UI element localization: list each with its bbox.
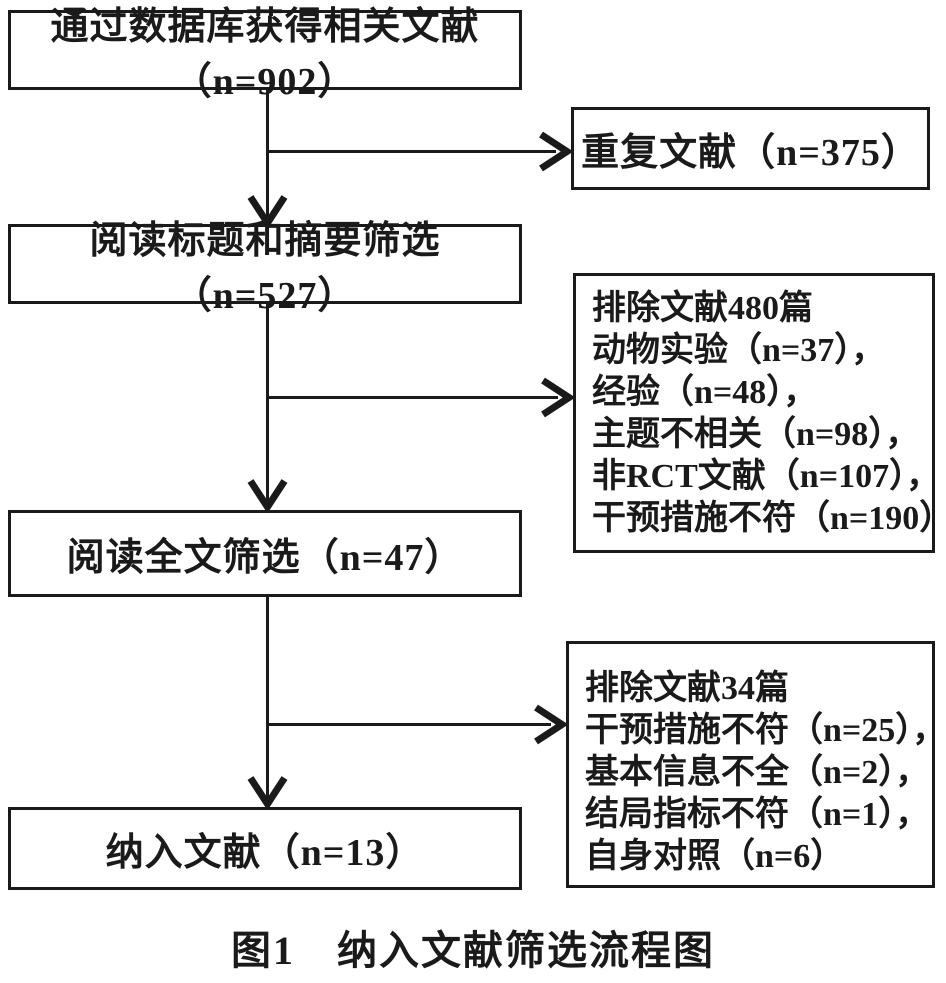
- flow-box-title-abstract-screening: 阅读标题和摘要筛选（n=527）: [8, 220, 522, 317]
- exclusion-line: 干预措施不符（n=25），: [585, 712, 946, 749]
- exclusion-line: 动物实验（n=37），: [592, 332, 886, 369]
- exclusion-line: 非RCT文献（n=107），: [592, 458, 941, 495]
- flow-box-fulltext-screening: 阅读全文筛选（n=47）: [8, 510, 522, 597]
- exclusion-line: 排除文献480篇: [592, 290, 813, 327]
- exclusion-line: 结局指标不符（n=1），: [585, 796, 930, 833]
- side-box-exclusion-title-abstract: 排除文献480篇 动物实验（n=37）， 经验（n=48）， 主题不相关（n=9…: [573, 273, 946, 553]
- flow-box-label: 阅读标题和摘要筛选（n=527）: [89, 220, 441, 317]
- flow-box-label: 阅读全文筛选（n=47）: [66, 537, 464, 579]
- exclusion-line: 基本信息不全（n=2），: [585, 754, 930, 791]
- side-box-duplicates: 重复文献（n=375）: [571, 107, 930, 190]
- arrow-down-icon: [247, 479, 288, 514]
- side-box-exclusion-fulltext: 排除文献34篇 干预措施不符（n=25）， 基本信息不全（n=2）， 结局指标不…: [566, 641, 946, 888]
- exclusion-line: 经验（n=48），: [592, 374, 818, 411]
- arrow-right-icon: [534, 704, 569, 745]
- flow-box-database-records: 通过数据库获得相关文献（n=902）: [8, 6, 522, 103]
- exclusion-line: 干预措施不符（n=190）: [592, 500, 946, 537]
- flow-box-label: 通过数据库获得相关文献（n=902）: [50, 6, 480, 103]
- flow-box-label: 纳入文献（n=13）: [105, 832, 425, 874]
- arrow-right-icon: [539, 131, 574, 172]
- flow-box-included-studies: 纳入文献（n=13）: [8, 807, 522, 890]
- side-box-label: 重复文献（n=375）: [581, 132, 920, 174]
- arrow-down-icon: [247, 776, 288, 811]
- arrow-right-icon: [541, 377, 576, 418]
- figure-caption: 图1 纳入文献筛选流程图: [231, 928, 715, 973]
- exclusion-line: 主题不相关（n=98），: [592, 416, 920, 453]
- exclusion-line: 自身对照（n=6）: [585, 838, 845, 875]
- exclusion-line: 排除文献34篇: [585, 670, 789, 707]
